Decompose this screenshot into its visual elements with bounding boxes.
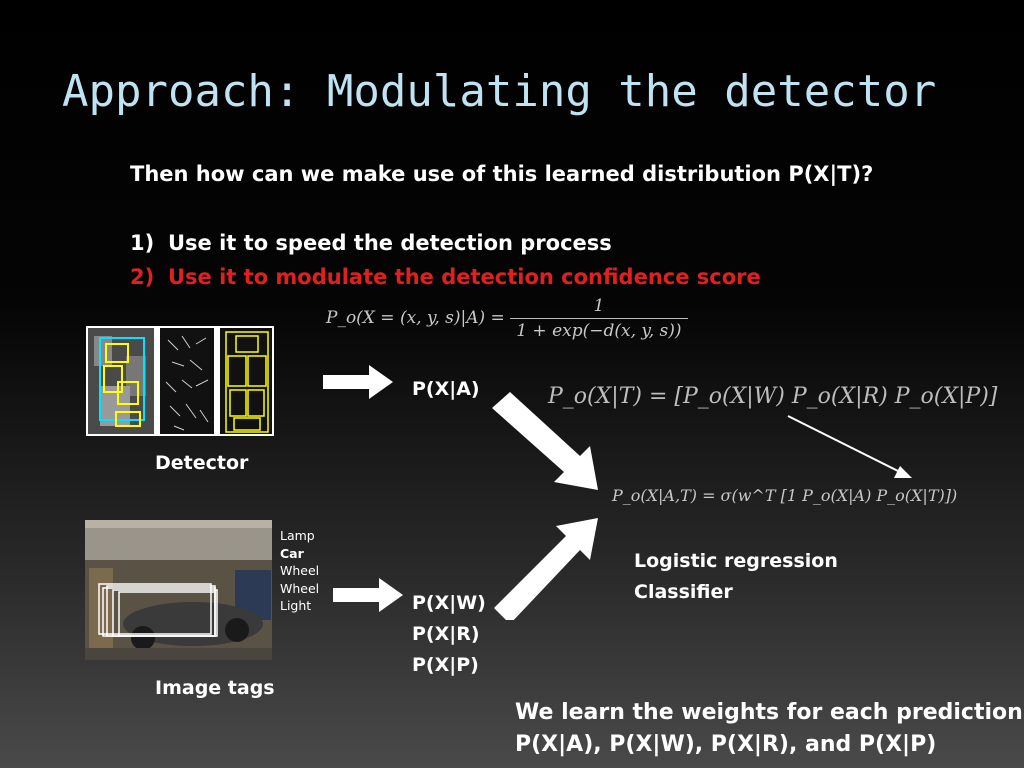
list-item-text: Use it to speed the detection process xyxy=(168,231,612,255)
sigmoid-denominator: 1 + exp(−d(x, y, s)) xyxy=(510,318,688,341)
list-item-number: 1) xyxy=(130,231,155,255)
list-item-number: 2) xyxy=(130,265,155,289)
tag-word: Lamp xyxy=(280,528,315,543)
sigmoid-fraction: 1 1 + exp(−d(x, y, s)) xyxy=(510,296,688,341)
tag-word: Wheel xyxy=(280,580,320,596)
tags-formula: P_o(X|T) = [P_o(X|W) P_o(X|R) P_o(X|P)] xyxy=(548,384,998,409)
image-tags-photo xyxy=(85,520,272,660)
detector-image xyxy=(86,326,274,436)
classifier-label-line1: Logistic regression xyxy=(634,550,838,572)
tag-probability: P(X|P) xyxy=(412,654,479,676)
question-text: Then how can we make use of this learned… xyxy=(130,162,874,186)
bottom-note: We learn the weights for each prediction… xyxy=(515,697,1024,761)
classifier-label-line2: Classifier xyxy=(634,581,733,603)
tag-probability: P(X|W) xyxy=(412,592,486,614)
detector-label: Detector xyxy=(155,452,249,474)
sigmoid-formula: P_o(X = (x, y, s)|A) = 1 1 + exp(−d(x, y… xyxy=(326,296,688,341)
bottom-note-line2: P(X|A), P(X|W), P(X|R), and P(X|P) xyxy=(515,732,937,757)
list-item-1: 1) Use it to speed the detection process xyxy=(130,231,612,255)
arrow-right-icon xyxy=(333,578,403,612)
tag-probability: P(X|R) xyxy=(412,623,480,645)
tag-word: Car xyxy=(280,545,304,561)
slide-title: Approach: Modulating the detector xyxy=(62,66,937,117)
tag-probabilities: P(X|W) P(X|R) P(X|P) xyxy=(412,588,486,681)
tag-word: Light xyxy=(280,598,312,613)
detector-visualization xyxy=(88,328,272,434)
arrow-down-right-icon xyxy=(492,392,598,490)
tag-word-list: Lamp Car Wheel Wheel Light xyxy=(280,527,319,615)
arrow-up-right-icon xyxy=(494,518,598,620)
arrow-right-icon xyxy=(323,365,393,399)
logistic-formula: P_o(X|A,T) = σ(w^T [1 P_o(X|A) P_o(X|T)]… xyxy=(612,486,958,505)
sigmoid-numerator: 1 xyxy=(593,296,605,316)
sigmoid-lhs: P_o(X = (x, y, s)|A) = xyxy=(326,308,505,328)
list-item-text: Use it to modulate the detection confide… xyxy=(168,265,761,289)
tag-word: Wheel xyxy=(280,563,320,578)
classifier-label: Logistic regression Classifier xyxy=(634,546,838,608)
garage-scene xyxy=(85,520,272,660)
connector-arrows xyxy=(492,392,912,620)
image-tags-label: Image tags xyxy=(155,677,275,699)
list-item-2: 2) Use it to modulate the detection confi… xyxy=(130,265,761,289)
pxa-label: P(X|A) xyxy=(412,378,480,400)
bottom-note-line1: We learn the weights for each prediction… xyxy=(515,700,1024,725)
thin-arrow-head-icon xyxy=(894,466,912,478)
